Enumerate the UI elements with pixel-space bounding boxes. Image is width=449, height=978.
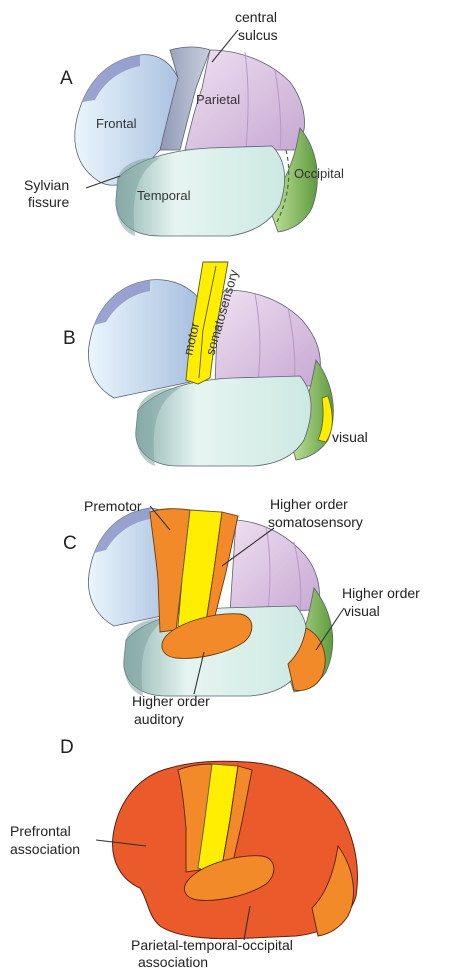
- label-pto-2: association: [138, 954, 208, 970]
- brain-c: [88, 508, 332, 696]
- label-prefrontal-1: Prefrontal: [10, 823, 71, 839]
- label-hov-1: Higher order: [342, 585, 420, 601]
- label-pto-1: Parietal-temporal-occipital: [131, 937, 293, 953]
- label-temporal: Temporal: [137, 188, 191, 203]
- panel-b: B motor somatosensory visual: [63, 262, 368, 466]
- label-hos-2: somatosensory: [268, 514, 363, 530]
- brain-b: [88, 262, 333, 466]
- brain-a: [75, 47, 318, 236]
- label-parietal: Parietal: [196, 92, 240, 107]
- label-sylvian-1: Sylvian: [24, 177, 69, 193]
- label-hoa-2: auditory: [134, 711, 184, 727]
- label-visual: visual: [332, 429, 368, 445]
- label-frontal: Frontal: [96, 116, 137, 131]
- label-central-2: sulcus: [238, 27, 278, 43]
- label-premotor: Premotor: [84, 498, 142, 514]
- label-central-1: central: [235, 9, 277, 25]
- panel-letter-b: B: [63, 328, 76, 349]
- panel-letter-c: C: [63, 533, 77, 554]
- panel-letter-d: D: [60, 737, 74, 758]
- panel-letter-a: A: [60, 68, 73, 89]
- panel-d: D Prefrontal association Parietal-tempor…: [10, 737, 357, 970]
- label-prefrontal-2: association: [10, 841, 80, 857]
- parietal-lobe-c: [230, 520, 319, 612]
- label-occipital: Occipital: [294, 166, 344, 181]
- panel-c: C Premotor Higher order somatosensory Hi…: [63, 496, 420, 727]
- label-hov-2: visual: [344, 603, 380, 619]
- label-sylvian-2: fissure: [28, 194, 69, 210]
- panel-a: A central sulcus Frontal Parietal: [24, 9, 344, 236]
- brain-d: [113, 761, 358, 938]
- label-hoa-1: Higher order: [132, 693, 210, 709]
- label-hos-1: Higher order: [270, 496, 348, 512]
